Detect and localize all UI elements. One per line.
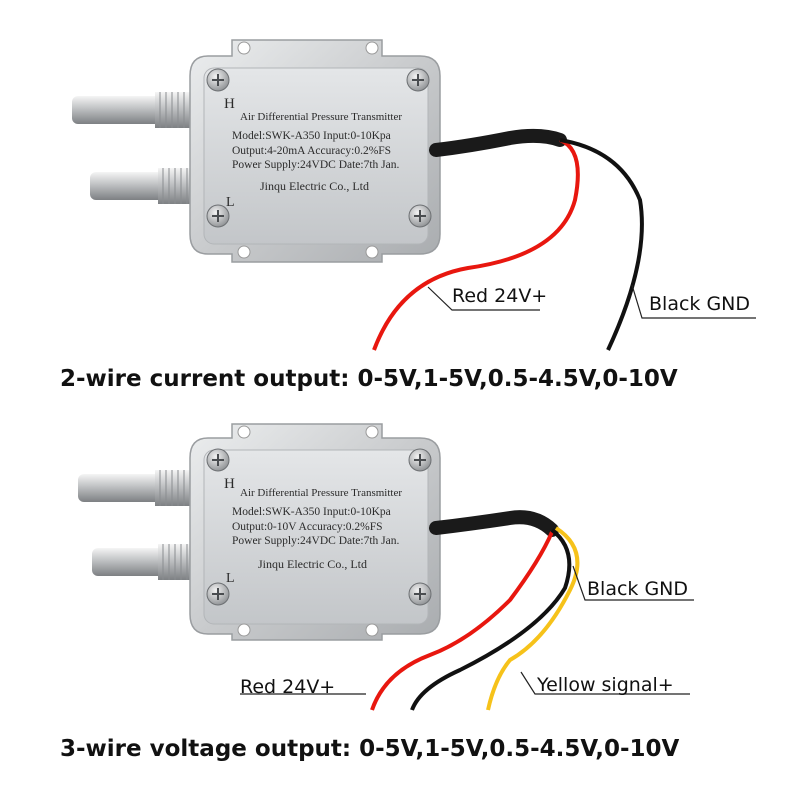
red-wire-label: Red 24V+ xyxy=(452,285,548,307)
three-wire-caption: 3-wire voltage output: 0-5V,1-5V,0.5-4.5… xyxy=(60,736,680,762)
company-name: Jinqu Electric Co., Ltd xyxy=(260,179,369,193)
cable-sheath xyxy=(429,510,559,537)
company-name: Jinqu Electric Co., Ltd xyxy=(258,557,367,571)
two-wire-transmitter-photo: H L Air Differential Pressure Transmitte… xyxy=(72,39,756,351)
yellow-wire xyxy=(486,526,580,711)
h-port-mark: H xyxy=(224,476,235,492)
device-title: Air Differential Pressure Transmitter xyxy=(240,111,402,123)
l-port-mark: L xyxy=(226,195,235,210)
black-wire-label: Black GND xyxy=(649,293,751,315)
h-port-mark: H xyxy=(224,96,235,112)
spec-line-2: Output:0-10V Accuracy:0.2%FS xyxy=(232,521,383,533)
screw-icon xyxy=(206,68,432,228)
two-wire-caption: 2-wire current output: 0-5V,1-5V,0.5-4.5… xyxy=(60,366,678,392)
two-wire-panel: H L Air Differential Pressure Transmitte… xyxy=(60,39,756,392)
yellow-wire-label: Yellow signal+ xyxy=(537,674,674,696)
transmitter-body xyxy=(189,39,441,263)
transmitter-body xyxy=(189,423,441,641)
cable-sheath xyxy=(429,128,567,157)
black-wire-label: Black GND xyxy=(587,578,689,600)
black-wire xyxy=(559,138,644,351)
black-label-leader xyxy=(631,284,756,319)
device-title: Air Differential Pressure Transmitter xyxy=(240,487,402,499)
black-wire xyxy=(410,528,572,711)
screw-icon xyxy=(206,448,432,606)
spec-line-3: Power Supply:24VDC Date:7th Jan. xyxy=(232,535,400,547)
spec-line-1: Model:SWK-A350 Input:0-10Kpa xyxy=(232,130,391,142)
three-wire-transmitter-photo: H L Air Differential Pressure Transmitte… xyxy=(78,423,694,711)
port-l-fitting xyxy=(92,544,202,580)
red-wire xyxy=(372,138,580,351)
port-l-fitting xyxy=(90,168,202,204)
port-h-fitting xyxy=(72,92,200,128)
spec-line-3: Power Supply:24VDC Date:7th Jan. xyxy=(232,159,400,171)
red-wire xyxy=(370,531,554,711)
black-label-leader xyxy=(572,565,694,601)
spec-line-2: Output:4-20mA Accuracy:0.2%FS xyxy=(232,145,391,157)
red-label-leader xyxy=(427,286,540,311)
port-h-fitting xyxy=(78,470,201,506)
spec-line-1: Model:SWK-A350 Input:0-10Kpa xyxy=(232,506,391,518)
three-wire-panel: H L Air Differential Pressure Transmitte… xyxy=(0,400,800,800)
yellow-label-leader xyxy=(520,671,690,695)
red-wire-label: Red 24V+ xyxy=(240,676,336,698)
l-port-mark: L xyxy=(226,571,235,586)
